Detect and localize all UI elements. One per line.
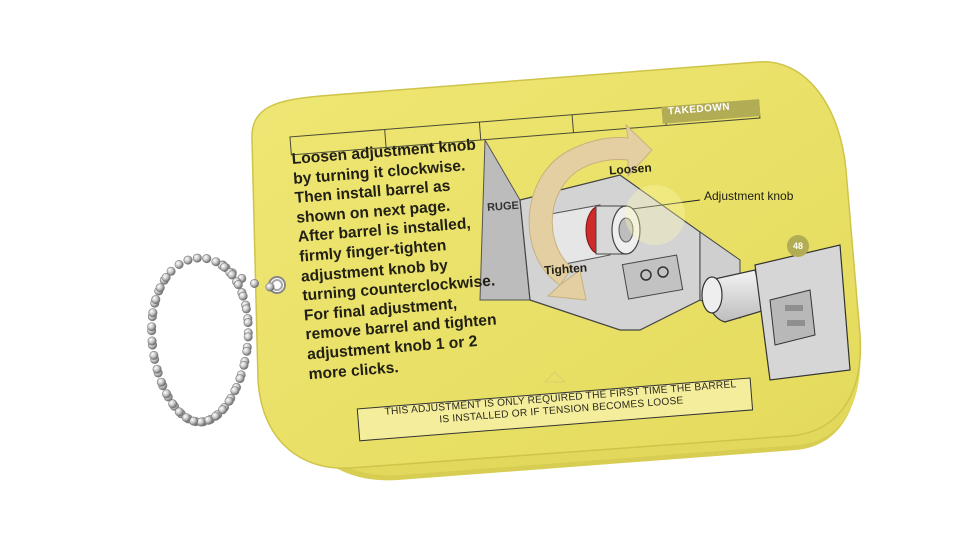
chain-bead — [155, 283, 165, 293]
chain-bead — [152, 364, 162, 374]
chain-bead — [174, 407, 184, 417]
adjustment-knob-drawing — [585, 205, 641, 255]
chain-bead — [166, 266, 176, 276]
chain-bead — [192, 253, 202, 263]
chain-bead — [243, 318, 253, 328]
chain-bead — [239, 360, 249, 370]
chain-bead — [211, 257, 221, 267]
chain-bead — [250, 278, 260, 288]
callout-box — [356, 377, 754, 442]
chain-bead — [224, 396, 234, 406]
chain-bead — [162, 389, 172, 399]
chain-bead — [151, 295, 161, 305]
chain-bead — [147, 336, 157, 346]
chain-bead — [243, 332, 253, 342]
logo-fragment: RUGE — [487, 200, 520, 214]
page-number: 48 — [792, 241, 803, 251]
chain-bead — [156, 377, 166, 387]
chain-bead — [227, 270, 237, 280]
watermark-triangle — [543, 371, 567, 383]
tighten-label: Tighten — [543, 260, 588, 278]
chain-bead — [204, 415, 214, 425]
chain-bead — [161, 272, 171, 282]
chain-bead — [242, 346, 252, 356]
chain-bead — [183, 255, 193, 265]
chain-bead — [219, 262, 229, 272]
adjustment-knob-label: Adjustment knob — [704, 189, 794, 203]
chain-bead — [235, 374, 245, 384]
loosen-label: Loosen — [608, 160, 653, 178]
chain-bead — [233, 280, 243, 290]
chain-bead — [230, 386, 240, 396]
rotation-arrow — [528, 123, 653, 301]
chain-bead — [147, 322, 157, 332]
chain-bead — [148, 308, 158, 318]
chain-bead — [202, 254, 212, 264]
chain-bead — [181, 413, 191, 423]
barrel-drawing — [701, 244, 851, 381]
chain-bead — [265, 282, 275, 292]
page-number-badge — [787, 235, 809, 257]
chain-bead — [211, 411, 221, 421]
highlight-glow — [625, 185, 685, 245]
chain-bead — [238, 291, 248, 301]
chain-bead — [189, 416, 199, 426]
chain-bead — [218, 405, 228, 415]
ball-chain — [147, 253, 275, 427]
chain-bead — [174, 259, 184, 269]
chain-bead — [149, 350, 159, 360]
chain-bead — [196, 417, 206, 427]
knob-leader-line — [631, 199, 701, 210]
chain-bead — [168, 399, 178, 409]
chain-bead — [241, 304, 251, 314]
takedown-tab — [661, 99, 761, 124]
